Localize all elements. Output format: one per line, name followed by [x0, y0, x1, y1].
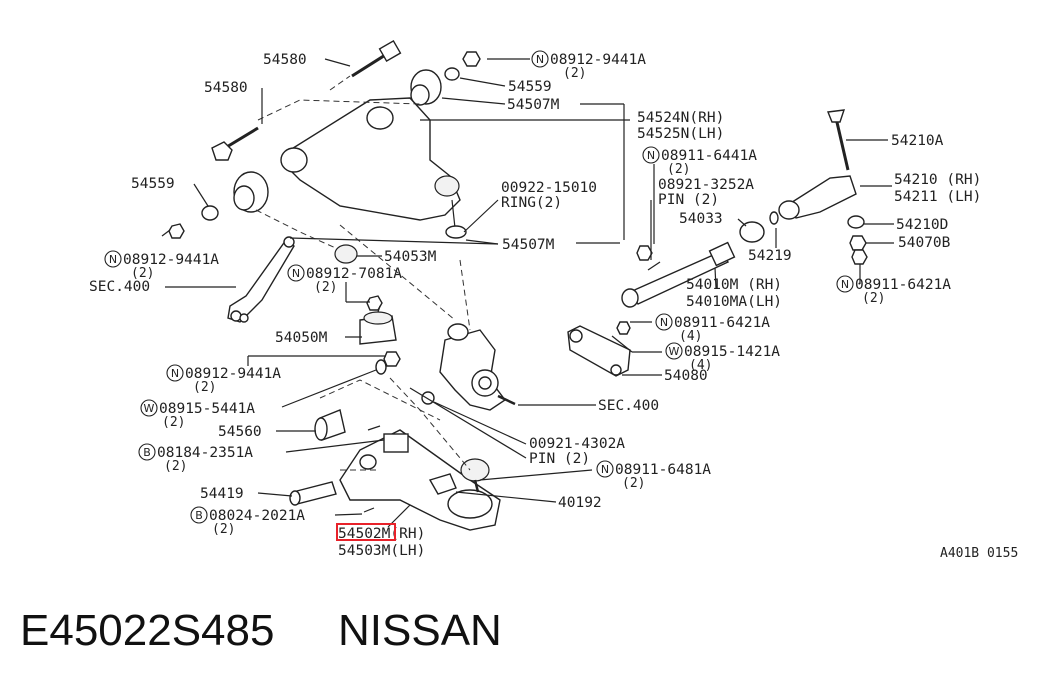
label-54070B[interactable]: 54070B — [898, 235, 951, 251]
label-sec400-right[interactable]: SEC.400 — [598, 398, 659, 414]
highlight-box — [336, 523, 396, 541]
nut-badge-6441: N — [642, 146, 660, 164]
diagram-reference-code: A401B 0155 — [940, 546, 1018, 561]
svg-text:W: W — [669, 345, 680, 358]
qty-08912-9441A-top: (2) — [563, 66, 586, 81]
label-54210D[interactable]: 54210D — [896, 217, 948, 233]
qty-08915-1421A: (4) — [689, 358, 712, 373]
lower-control-arm-group — [289, 351, 501, 531]
label-54580-left[interactable]: 54580 — [204, 80, 248, 96]
label-54010M[interactable]: 54010M (RH) — [686, 277, 782, 293]
nut-badge-6421-right: N — [836, 275, 854, 293]
svg-text:B: B — [195, 509, 203, 522]
label-08911-6421A-mid[interactable]: 08911-6421A — [674, 315, 770, 331]
idler-bracket-group — [567, 321, 631, 377]
svg-text:N: N — [601, 463, 609, 476]
label-08915-1421A[interactable]: 08915-1421A — [684, 344, 780, 360]
label-08912-7081A[interactable]: 08912-7081A — [306, 266, 402, 282]
label-54560[interactable]: 54560 — [218, 424, 262, 440]
label-54580-top[interactable]: 54580 — [263, 52, 307, 68]
svg-text:N: N — [109, 253, 117, 266]
label-54524N[interactable]: 54524N(RH) — [637, 110, 724, 126]
label-54080[interactable]: 54080 — [664, 368, 708, 384]
nut-badge-mid: N — [166, 364, 184, 382]
label-54559-left[interactable]: 54559 — [131, 176, 175, 192]
label-08911-6481A[interactable]: 08911-6481A — [615, 462, 711, 478]
svg-text:N: N — [841, 278, 849, 291]
label-54010MA[interactable]: 54010MA(LH) — [686, 294, 782, 310]
qty-08912-9441A-mid: (2) — [193, 380, 216, 395]
badges: N N N N W B B N N N W N — [104, 50, 854, 524]
label-pin-08921: PIN (2) — [658, 192, 719, 208]
nut-badge-6421-mid: N — [655, 313, 673, 331]
label-54507M-top[interactable]: 54507M — [507, 97, 560, 113]
bolt-badge-08184: B — [138, 443, 156, 461]
nut-badge-left: N — [104, 250, 122, 268]
svg-text:N: N — [647, 149, 655, 162]
label-sec400-left[interactable]: SEC.400 — [89, 279, 150, 295]
label-08915-5441A[interactable]: 08915-5441A — [159, 401, 255, 417]
bolt-badge-08024: B — [190, 506, 208, 524]
qty-08184-2351A: (2) — [164, 459, 187, 474]
svg-text:B: B — [143, 446, 151, 459]
label-54419[interactable]: 54419 — [200, 486, 244, 502]
label-08024-2021A[interactable]: 08024-2021A — [209, 508, 305, 524]
label-pin-00921: PIN (2) — [529, 451, 590, 467]
nut-badge-7081: N — [287, 264, 305, 282]
label-08912-9441A-top[interactable]: 08912-9441A — [550, 52, 646, 68]
caption: E45022S485 NISSAN — [20, 606, 502, 655]
qty-08912-7081A: (2) — [314, 280, 337, 295]
label-08921-3252A[interactable]: 08921-3252A — [658, 177, 754, 193]
label-00921-4302A[interactable]: 00921-4302A — [529, 436, 625, 452]
part-labels: 54580 54580 08912-9441A (2) 54559 54507M… — [89, 52, 1018, 561]
qty-08911-6481A: (2) — [622, 476, 645, 491]
caption-part-number: E45022S485 — [20, 606, 274, 655]
compression-rod-right-group — [778, 109, 868, 265]
label-00922-15010[interactable]: 00922-15010 — [501, 180, 597, 196]
qty-08024-2021A: (2) — [212, 522, 235, 537]
upper-control-arm-group — [168, 39, 481, 251]
nut-badge-top: N — [531, 50, 549, 68]
svg-text:N: N — [536, 53, 544, 66]
label-54053M[interactable]: 54053M — [384, 249, 437, 265]
leader-lines — [161, 58, 894, 528]
qty-08915-5441A: (2) — [162, 415, 185, 430]
label-54559-top[interactable]: 54559 — [508, 79, 552, 95]
label-54050M[interactable]: 54050M — [275, 330, 328, 346]
label-54507M-bottom[interactable]: 54507M — [502, 237, 555, 253]
label-08912-9441A-left[interactable]: 08912-9441A — [123, 252, 219, 268]
caption-brand: NISSAN — [338, 606, 502, 655]
label-ring: RING(2) — [501, 195, 562, 211]
label-54210[interactable]: 54210 (RH) — [894, 172, 981, 188]
svg-text:W: W — [144, 402, 155, 415]
label-08912-9441A-mid[interactable]: 08912-9441A — [185, 366, 281, 382]
label-54219[interactable]: 54219 — [748, 248, 792, 264]
tension-rod-group — [621, 211, 779, 308]
knuckle-group — [339, 224, 516, 411]
label-08184-2351A[interactable]: 08184-2351A — [157, 445, 253, 461]
qty-08911-6441A: (2) — [667, 162, 690, 177]
label-54211[interactable]: 54211 (LH) — [894, 189, 981, 205]
stabilizer-link-group — [227, 236, 397, 345]
label-54503M[interactable]: 54503M(LH) — [338, 543, 425, 559]
label-08911-6421A-right[interactable]: 08911-6421A — [855, 277, 951, 293]
label-54502M[interactable]: 54502M(RH) — [338, 526, 425, 542]
svg-text:N: N — [660, 316, 668, 329]
label-08911-6441A[interactable]: 08911-6441A — [661, 148, 757, 164]
label-54210A[interactable]: 54210A — [891, 133, 944, 149]
washer-badge-5441: W — [140, 399, 158, 417]
label-54525N[interactable]: 54525N(LH) — [637, 126, 724, 142]
svg-text:N: N — [292, 267, 300, 280]
nut-badge-6481: N — [596, 460, 614, 478]
washer-badge-1421: W — [665, 342, 683, 360]
qty-08911-6421A-mid: (4) — [679, 329, 702, 344]
qty-08912-9441A-left: (2) — [131, 266, 154, 281]
label-54033[interactable]: 54033 — [679, 211, 723, 227]
svg-text:N: N — [171, 367, 179, 380]
label-40192[interactable]: 40192 — [558, 495, 602, 511]
qty-08911-6421A-right: (2) — [862, 291, 885, 306]
